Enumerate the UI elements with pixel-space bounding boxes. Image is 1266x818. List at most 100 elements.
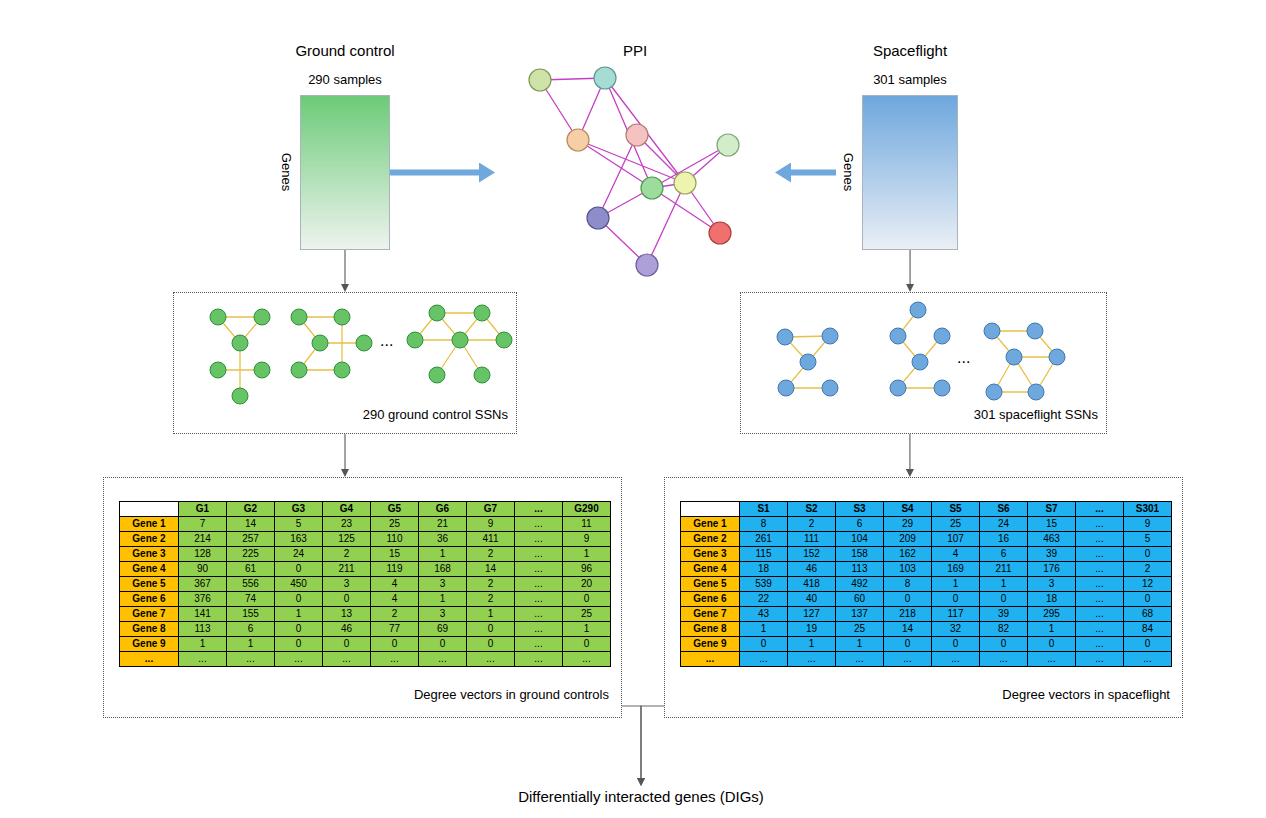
table-cell: ... [1076,547,1123,561]
table-header: G4 [323,502,370,516]
table-cell: 29 [884,517,931,531]
table-cell: 103 [884,562,931,576]
ssn-node [232,388,248,404]
table-header: S5 [932,502,979,516]
ssn-node [312,335,328,351]
table-cell: 84 [1124,622,1171,636]
table-cell: 14 [884,622,931,636]
flow-arrow [791,170,836,176]
table-cell: 74 [227,592,274,606]
ssn-node [800,354,816,370]
table-cell: 2 [467,547,514,561]
connector [344,434,345,469]
table-cell: 127 [788,607,835,621]
table-cell: 119 [371,562,418,576]
protein-node [567,129,589,151]
table-cell: 25 [836,622,883,636]
table-cell: 23 [323,517,370,531]
table-cell: 0 [932,592,979,606]
ssn-node [254,362,270,378]
table-header: S3 [836,502,883,516]
table-cell: 9 [1124,517,1171,531]
ssn-node [890,328,906,344]
table-cell: 556 [227,577,274,591]
row-label: Gene 3 [681,547,739,561]
network-panel: PPI [495,30,775,288]
table-cell: ... [884,652,931,666]
row-label: Gene 3 [120,547,178,561]
ssn-node [452,332,468,348]
table-cell: ... [788,652,835,666]
table-cell: 96 [563,562,610,576]
table-cell: 261 [740,532,787,546]
table-header: S7 [1028,502,1075,516]
heading: PPI [623,42,647,59]
matrix-rect [862,95,958,250]
table-cell: 77 [371,622,418,636]
table-cell: 492 [836,577,883,591]
ssn-node [210,362,226,378]
table-cell: 0 [1124,592,1171,606]
table-cell: ... [1076,652,1123,666]
row-label: Gene 2 [120,532,178,546]
axis-label: Genes [279,153,294,191]
table-cell: 152 [788,547,835,561]
table-cell: 69 [419,622,466,636]
table-cell: 113 [179,622,226,636]
protein-node [529,69,551,91]
protein-node [587,207,609,229]
table-cell: 214 [179,532,226,546]
table-cell: ... [515,592,562,606]
matrix-rect [300,95,390,250]
ellipsis: ... [380,333,393,349]
row-label: Gene 6 [120,592,178,606]
protein-node [641,177,663,199]
table-cell: 4 [371,577,418,591]
table-cell: 4 [371,592,418,606]
sample-count: 301 samples [873,73,947,88]
table-cell: 158 [836,547,883,561]
table-cell: 5 [275,517,322,531]
table-cell: 36 [419,532,466,546]
connector [344,250,345,284]
connector [622,706,641,778]
table-cell: ... [1076,532,1123,546]
table-cell: 0 [980,637,1027,651]
table-header: S6 [980,502,1027,516]
table-cell: 0 [980,592,1027,606]
ssn-node [474,367,490,383]
ssn-node [822,380,838,396]
table-cell: ... [1076,562,1123,576]
table-cell: 209 [884,532,931,546]
dotted-panel: 290 ground control SSNs [173,292,517,434]
ssn-node [210,309,226,325]
table-cell: 0 [323,592,370,606]
connector [909,434,910,469]
table-cell: 90 [179,562,226,576]
dotted-panel: Degree vectors in ground controlsG1G2G3G… [103,477,622,718]
table-cell: 1 [419,547,466,561]
ssn-node [986,384,1002,400]
table-cell: 3 [419,577,466,591]
table-header: G2 [227,502,274,516]
table-cell: ... [836,652,883,666]
table-cell: 162 [884,547,931,561]
table-cell: 1 [563,547,610,561]
table-cell: 3 [1028,577,1075,591]
table-cell: ... [515,637,562,651]
ssn-edges [785,310,1057,392]
table-cell: 0 [275,592,322,606]
ssn-node [777,329,793,345]
table-cell: ... [515,517,562,531]
table-cell: 0 [275,622,322,636]
table-cell: 22 [740,592,787,606]
table-header: S4 [884,502,931,516]
table-cell: 13 [323,607,370,621]
table-cell: 18 [1028,592,1075,606]
table-cell: 1 [227,637,274,651]
table-cell: 117 [932,607,979,621]
table-cell: 43 [740,607,787,621]
table-cell: ... [740,652,787,666]
table-cell: ... [1076,622,1123,636]
result-label: Differentially interacted genes (DIGs) [514,786,768,807]
